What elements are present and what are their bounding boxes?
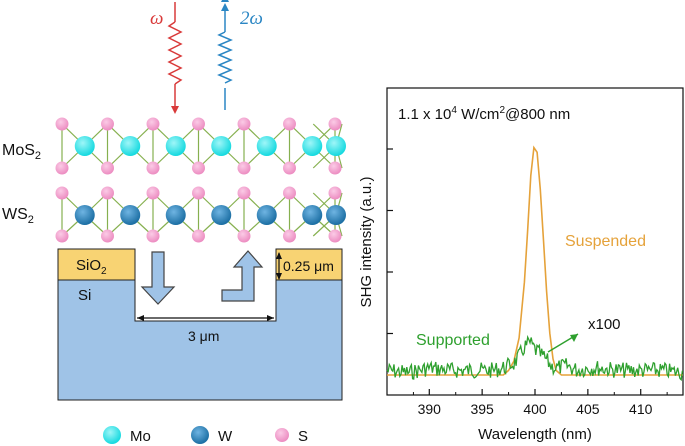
x-tick-label: 390 bbox=[418, 401, 442, 417]
mos2-layer bbox=[55, 117, 346, 175]
trench-width-label: 3 μm bbox=[188, 328, 219, 344]
w-atom bbox=[74, 205, 95, 225]
s-atom bbox=[146, 229, 160, 243]
schematic: ω 2ω MoS2 WS2 bbox=[2, 0, 346, 401]
thickness-label: 0.25 μm bbox=[283, 258, 334, 274]
sh-beam: 2ω bbox=[217, 0, 263, 110]
mo-atom bbox=[326, 136, 346, 156]
ws2-layer bbox=[55, 186, 346, 243]
s-atom bbox=[237, 186, 251, 200]
annotation-suspended: Suspended bbox=[565, 233, 646, 250]
mo-atom bbox=[211, 136, 232, 156]
s-atom bbox=[328, 186, 342, 200]
sh-label: 2ω bbox=[240, 8, 263, 29]
series-group bbox=[386, 145, 684, 382]
s-atom bbox=[283, 229, 296, 243]
mo-atom bbox=[165, 136, 186, 156]
w-atom bbox=[165, 205, 186, 225]
annotation-supported: Supported bbox=[416, 332, 490, 349]
scale-arrow bbox=[547, 333, 579, 353]
mos2-label: MoS2 bbox=[2, 142, 41, 162]
mos2-atoms bbox=[55, 117, 346, 175]
up-arrow-icon bbox=[221, 250, 264, 302]
s-atom bbox=[101, 117, 114, 131]
s-atom bbox=[328, 229, 342, 243]
spectrum-chart: 1.1 x 104 W/cm2@800 nm 390 395 400 405 410 S… bbox=[358, 87, 684, 443]
legend-mo-label: Mo bbox=[130, 428, 151, 445]
x-tick-label: 395 bbox=[470, 401, 494, 417]
ws2-atoms bbox=[55, 186, 346, 243]
incident-beam: ω bbox=[150, 2, 183, 114]
down-arrow-icon bbox=[140, 251, 176, 305]
substrate: SiO2 Si bbox=[57, 248, 343, 401]
s-atom bbox=[192, 117, 205, 131]
mos2-bonds bbox=[61, 123, 343, 169]
s-atom bbox=[237, 161, 251, 175]
x-tick-label: 405 bbox=[576, 401, 600, 417]
series-line-suspended bbox=[387, 145, 683, 376]
chart-header: 1.1 x 104 W/cm2@800 nm bbox=[398, 105, 570, 123]
s-atom bbox=[237, 229, 251, 243]
s-atom bbox=[55, 161, 69, 175]
s-atom bbox=[146, 161, 160, 175]
mo-atom bbox=[302, 136, 323, 156]
s-atom bbox=[101, 161, 114, 175]
incident-label: ω bbox=[150, 8, 163, 29]
x-axis-label: Wavelength (nm) bbox=[478, 426, 592, 443]
s-atom bbox=[101, 186, 114, 200]
s-atom bbox=[55, 117, 69, 131]
x-tick-label: 400 bbox=[523, 401, 547, 417]
legend-mo-swatch bbox=[103, 426, 121, 444]
mo-atom bbox=[120, 136, 141, 156]
sio2-label: SiO2 bbox=[76, 257, 107, 277]
legend-s-swatch bbox=[275, 428, 289, 442]
s-atom bbox=[328, 161, 342, 175]
ws2-label: WS2 bbox=[2, 206, 34, 226]
si-label: Si bbox=[78, 287, 91, 304]
w-atom bbox=[120, 205, 141, 225]
s-atom bbox=[192, 229, 205, 243]
s-atom bbox=[328, 117, 342, 131]
s-atom bbox=[146, 117, 160, 131]
s-atom bbox=[55, 186, 69, 200]
y-axis-label: SHG intensity (a.u.) bbox=[358, 177, 375, 308]
s-atom bbox=[237, 117, 251, 131]
s-atom bbox=[283, 186, 296, 200]
w-atom bbox=[211, 205, 232, 225]
mo-atom bbox=[256, 136, 277, 156]
y-ticks bbox=[387, 148, 393, 335]
legend-s-label: S bbox=[298, 428, 308, 445]
s-atom bbox=[192, 161, 205, 175]
s-atom bbox=[146, 186, 160, 200]
ws2-bonds bbox=[61, 192, 343, 237]
annotation-scale: x100 bbox=[588, 316, 621, 333]
s-atom bbox=[55, 229, 69, 243]
w-atom bbox=[326, 205, 346, 225]
legend-w-label: W bbox=[218, 428, 233, 445]
s-atom bbox=[283, 117, 296, 131]
s-atom bbox=[283, 161, 296, 175]
s-atom bbox=[101, 229, 114, 243]
s-atom bbox=[192, 186, 205, 200]
thickness-dimension: 0.25 μm bbox=[276, 252, 334, 280]
w-atom bbox=[302, 205, 323, 225]
x-ticks: 390 395 400 405 410 bbox=[412, 389, 668, 417]
trench-dimension: 3 μm bbox=[137, 315, 274, 344]
w-atom bbox=[256, 205, 277, 225]
series-line-supported bbox=[386, 334, 684, 382]
x-tick-label: 410 bbox=[629, 401, 653, 417]
legend: Mo W S bbox=[103, 426, 308, 445]
mo-atom bbox=[74, 136, 95, 156]
legend-w-swatch bbox=[191, 426, 209, 444]
